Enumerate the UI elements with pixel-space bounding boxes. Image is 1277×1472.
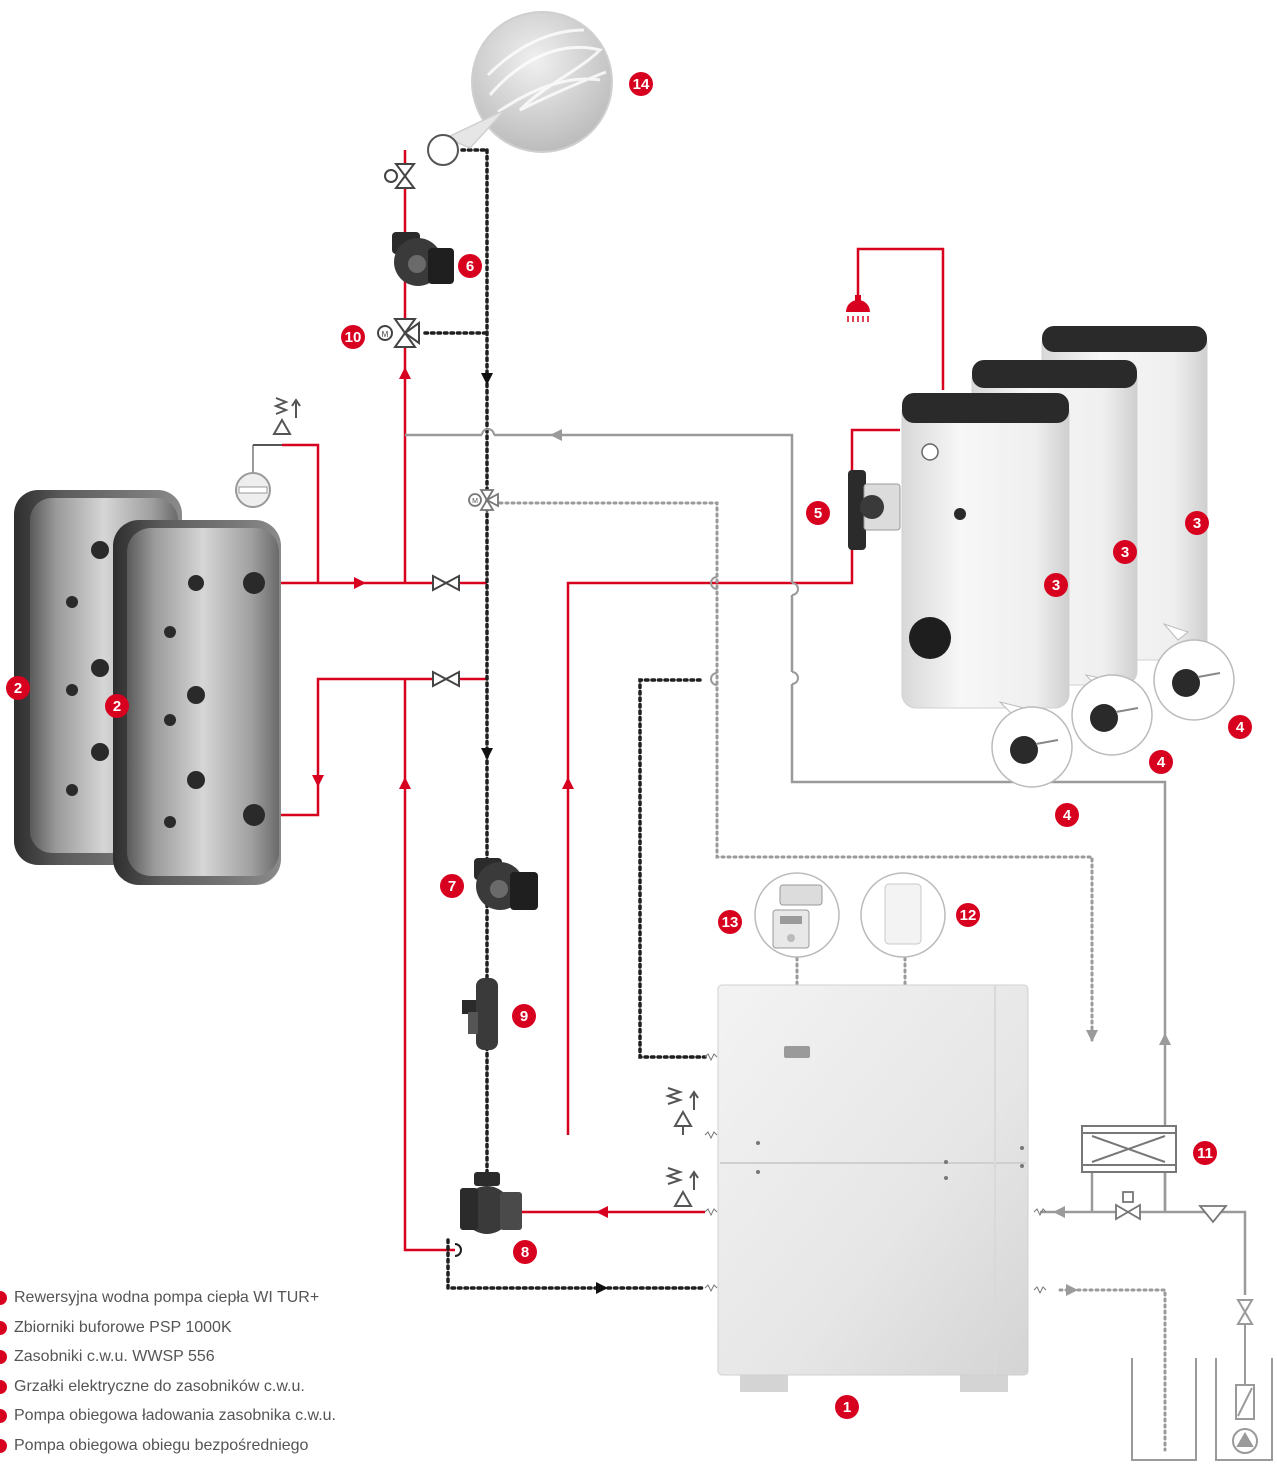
badge-number: 11 — [1197, 1145, 1213, 1162]
legend-bullet — [0, 1291, 7, 1305]
badge-number: 9 — [520, 1008, 528, 1025]
svg-text:M: M — [382, 330, 389, 339]
safety-valve-icon — [253, 398, 300, 445]
legend-bullet — [0, 1439, 7, 1453]
heat-pump — [705, 985, 1046, 1392]
circulation-pump — [474, 858, 538, 910]
legend-item-4: Grzałki elektryczne do zasobników c.w.u. — [0, 1372, 470, 1402]
legend-item-2: Zbiorniki buforowe PSP 1000K — [0, 1313, 470, 1343]
black-arrows — [481, 373, 608, 1294]
badge-number: 2 — [113, 698, 121, 715]
badge-direct-circuit-pump: 6 — [458, 254, 482, 278]
badge-heat-exchanger: 11 — [1193, 1141, 1217, 1165]
badge-dhw-charging-pump: 5 — [806, 501, 830, 525]
badge-number: 4 — [1236, 719, 1245, 736]
four-way-valve — [460, 1172, 522, 1234]
badge-circulation-pump: 7 — [440, 874, 464, 898]
badge-number: 6 — [466, 258, 474, 275]
badge-number: 3 — [1121, 544, 1129, 561]
badge-number: 4 — [1157, 754, 1166, 771]
red-arrows — [312, 367, 608, 1218]
shutoff-valve-icon — [433, 576, 459, 590]
legend-label: Pompa obiegowa obiegu bezpośredniego — [14, 1437, 308, 1454]
badge-controller: 13 — [718, 910, 742, 934]
badge-number: 8 — [521, 1244, 529, 1261]
safety-valve-icon — [668, 1088, 698, 1135]
badge-dhw-tank-3: 3 — [1185, 511, 1209, 535]
badge-number: 12 — [960, 907, 977, 924]
legend: Rewersyjna wodna pompa ciepła WI TUR+ Zb… — [0, 1283, 470, 1461]
pipe-crossing — [455, 1244, 461, 1256]
badge-number: 10 — [345, 329, 362, 346]
badge-number: 3 — [1193, 515, 1201, 532]
heat-exchanger — [1082, 1126, 1176, 1172]
motor-valve-icon: M — [469, 490, 498, 510]
filter-icon — [1200, 1206, 1226, 1222]
motor-valve-icon — [1116, 1192, 1140, 1219]
buffer-tank-b — [113, 520, 281, 885]
floor-heating — [428, 12, 612, 165]
badge-floor-heating: 14 — [629, 72, 653, 96]
dirt-separator — [462, 978, 498, 1050]
badge-mixing-valve: 10 — [341, 325, 365, 349]
badge-heater-1: 4 — [1055, 803, 1079, 827]
badge-number: 2 — [14, 680, 22, 697]
legend-bullet — [0, 1409, 7, 1423]
legend-bullet — [0, 1380, 7, 1394]
legend-item-6: Pompa obiegowa obiegu bezpośredniego — [0, 1431, 470, 1461]
badge-number: 14 — [633, 76, 650, 93]
legend-bullet — [0, 1321, 7, 1335]
well-pump-icon — [1132, 1300, 1272, 1460]
badge-number: 5 — [814, 505, 822, 522]
safety-valve-icon — [668, 1168, 698, 1206]
badge-dhw-tank-2: 3 — [1113, 540, 1137, 564]
shower-icon — [846, 295, 870, 322]
room-control-unit — [861, 873, 945, 957]
badge-buffer-tank-a: 2 — [6, 676, 30, 700]
controller — [755, 873, 839, 957]
legend-label: Zbiorniki buforowe PSP 1000K — [14, 1319, 232, 1336]
legend-item-1: Rewersyjna wodna pompa ciepła WI TUR+ — [0, 1283, 470, 1313]
badge-number: 7 — [448, 878, 456, 895]
thermostatic-valve-icon — [385, 164, 414, 188]
legend-label: Rewersyjna wodna pompa ciepła WI TUR+ — [14, 1289, 319, 1306]
badge-heater-3: 4 — [1228, 715, 1252, 739]
badge-room-control-unit: 12 — [956, 903, 980, 927]
direct-circuit-pump — [392, 232, 454, 286]
svg-text:M: M — [472, 498, 478, 505]
dhw-tank-1 — [902, 393, 1069, 708]
badge-number: 13 — [722, 914, 739, 931]
legend-label: Zasobniki c.w.u. WWSP 556 — [14, 1348, 215, 1365]
legend-item-5: Pompa obiegowa ładowania zasobnika c.w.u… — [0, 1401, 470, 1431]
badge-heater-2: 4 — [1149, 750, 1173, 774]
badge-number: 1 — [843, 1399, 851, 1416]
dhw-charging-pump — [848, 470, 900, 550]
heater-1 — [992, 702, 1072, 787]
badge-dirt-separator: 9 — [512, 1004, 536, 1028]
signal-lines — [425, 150, 705, 1288]
badge-dhw-tank-1: 3 — [1044, 573, 1068, 597]
legend-label: Grzałki elektryczne do zasobników c.w.u. — [14, 1378, 305, 1395]
pipe-crossings — [482, 429, 798, 685]
shutoff-valve-icon — [433, 672, 459, 686]
badge-number: 4 — [1063, 807, 1072, 824]
motor-valve-icon: M — [378, 319, 419, 347]
badge-number: 3 — [1052, 577, 1060, 594]
heater-2 — [1072, 675, 1152, 755]
badge-heat-pump: 1 — [835, 1395, 859, 1419]
badge-buffer-tank-b: 2 — [105, 694, 129, 718]
expansion-vessel-icon — [236, 445, 270, 507]
badge-four-way-valve: 8 — [513, 1240, 537, 1264]
legend-item-3: Zasobniki c.w.u. WWSP 556 — [0, 1342, 470, 1372]
legend-bullet — [0, 1350, 7, 1364]
legend-label: Pompa obiegowa ładowania zasobnika c.w.u… — [14, 1407, 336, 1424]
